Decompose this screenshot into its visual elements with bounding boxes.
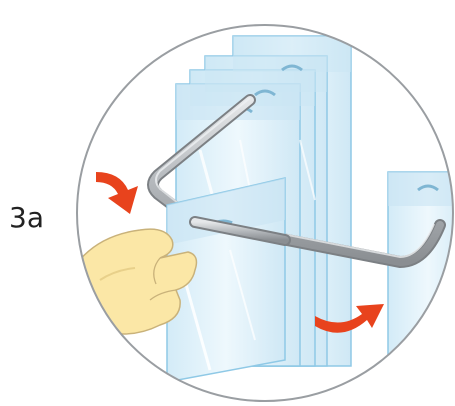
bag-stack-right [388,172,455,372]
magnified-view [60,0,455,406]
